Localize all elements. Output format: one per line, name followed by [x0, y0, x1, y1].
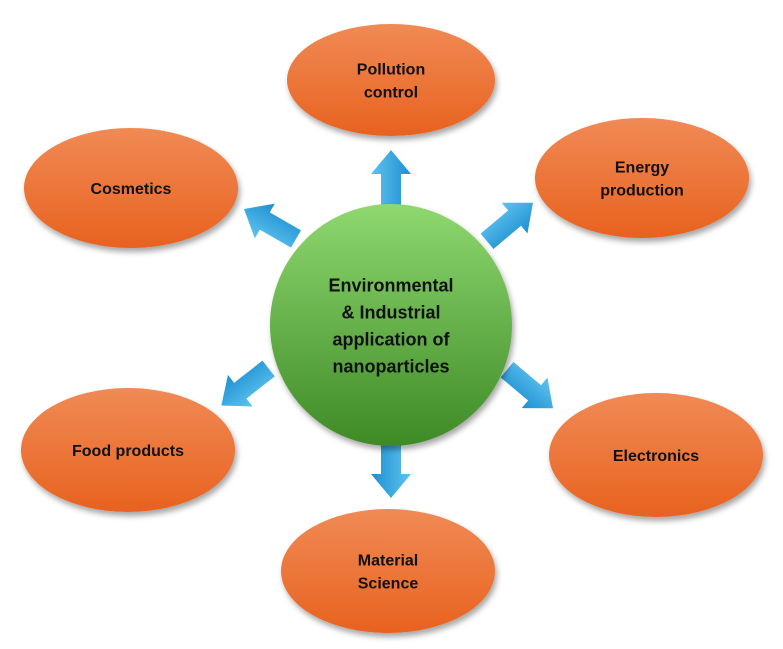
- node-material-science-shape: [281, 509, 495, 633]
- arrow-to-cosmetics: [244, 203, 301, 248]
- center-label-line: nanoparticles: [332, 357, 449, 377]
- node-food-products-label-line: Food products: [72, 443, 184, 460]
- arrow-to-energy-production: [480, 202, 533, 249]
- center-label-line: application of: [333, 330, 451, 350]
- node-pollution-control-label-line: control: [364, 85, 418, 102]
- arrow-to-electronics: [500, 362, 553, 409]
- node-energy-production-shape: [535, 118, 749, 238]
- node-electronics: Electronics: [549, 393, 763, 517]
- node-food-products: Food products: [21, 388, 235, 512]
- center-label-line: & Industrial: [341, 303, 440, 323]
- node-electronics-shape: [549, 393, 763, 517]
- arrow-to-food-products: [221, 360, 275, 407]
- center-node: Environmental & Industrial application of n…: [270, 204, 512, 446]
- node-pollution-control: Pollution control: [287, 24, 495, 136]
- node-pollution-control-label-line: Pollution: [357, 62, 425, 79]
- node-cosmetics-shape: [24, 128, 238, 248]
- center-label-line: Environmental: [328, 276, 453, 296]
- node-pollution-control-shape: [287, 24, 495, 136]
- node-cosmetics: Cosmetics: [24, 128, 238, 248]
- node-energy-production-label-line: Energy: [615, 160, 669, 177]
- node-food-products-shape: [21, 388, 235, 512]
- arrow-to-pollution-control: [371, 150, 411, 210]
- center-node-shape: [270, 204, 512, 446]
- node-cosmetics-label-line: Cosmetics: [91, 181, 172, 198]
- node-energy-production-label-line: production: [600, 183, 684, 200]
- arrow-to-material-science: [371, 438, 411, 498]
- node-material-science-label-line: Science: [358, 576, 419, 593]
- node-material-science-label-line: Material: [358, 553, 418, 570]
- node-electronics-label-line: Electronics: [613, 448, 699, 465]
- node-energy-production: Energy production: [535, 118, 749, 238]
